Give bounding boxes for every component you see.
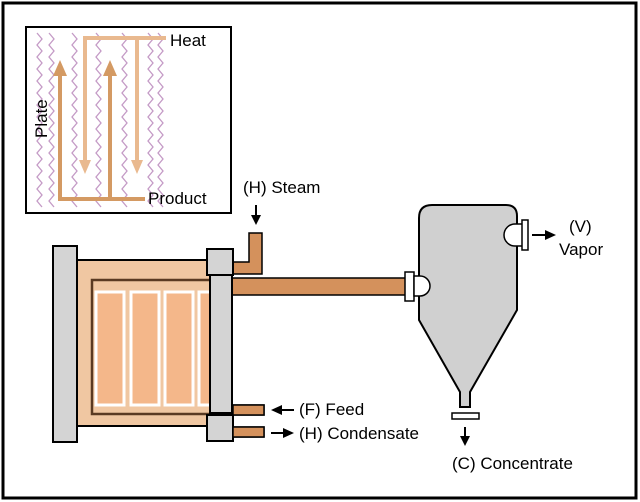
concentrate-arrow-head bbox=[460, 436, 470, 446]
plate-zigzag-line bbox=[71, 32, 78, 208]
plate-zigzag-line bbox=[48, 32, 55, 208]
exchanger-plates bbox=[94, 290, 214, 407]
steam-arrow-head bbox=[251, 215, 261, 225]
condensate-pipe-exit bbox=[232, 426, 265, 438]
heat-arrow-right bbox=[131, 160, 143, 174]
transfer-pipe-flange bbox=[404, 271, 415, 302]
plate-zigzag-line bbox=[95, 32, 102, 208]
heat-arrow-left bbox=[79, 160, 91, 174]
plate-zigzag-line bbox=[147, 32, 154, 208]
inset-plate-label: Plate bbox=[32, 99, 51, 138]
pressure-plate-lower-tab bbox=[206, 414, 234, 442]
vapor-separator bbox=[413, 204, 529, 420]
steam-label: (H) Steam bbox=[243, 178, 320, 197]
vapor-arrow-head bbox=[545, 230, 556, 240]
plate-zigzag-lines bbox=[36, 32, 164, 208]
fixed-end-plate bbox=[52, 245, 78, 443]
separator-body bbox=[418, 204, 518, 408]
pressure-plate bbox=[209, 274, 233, 414]
condensate-label: (H) Condensate bbox=[299, 424, 419, 443]
plate-zigzag-line bbox=[121, 32, 128, 208]
plate bbox=[163, 290, 195, 407]
pressure-plate-upper-tab bbox=[206, 248, 234, 276]
condensate-arrow-head bbox=[283, 428, 294, 438]
vapor-transfer-pipe bbox=[231, 277, 409, 296]
vapor-outlet-flange bbox=[521, 219, 529, 251]
concentrate-label: (C) Concentrate bbox=[452, 454, 573, 473]
feed-label: (F) Feed bbox=[299, 400, 364, 419]
inset-heat-label: Heat bbox=[170, 31, 206, 50]
inset-product-label: Product bbox=[148, 189, 207, 208]
vapor-label: Vapor bbox=[559, 240, 603, 259]
product-stream-path bbox=[58, 72, 145, 201]
product-arrow-right bbox=[103, 60, 117, 76]
concentrate-outlet-flange bbox=[451, 412, 480, 420]
separator-inlet-nozzle bbox=[413, 275, 431, 297]
vapor-outlet-nozzle bbox=[503, 223, 524, 247]
plate-zigzag-line bbox=[36, 32, 43, 208]
plate-flow-inset: Heat Product Plate bbox=[25, 26, 232, 214]
product-arrow-left bbox=[53, 60, 67, 76]
plate-heat-exchanger bbox=[52, 232, 415, 443]
plate bbox=[94, 290, 126, 407]
vapor-code-label: (V) bbox=[569, 217, 592, 236]
inset-frame bbox=[25, 26, 232, 214]
feed-arrow-head bbox=[271, 405, 282, 415]
heat-stream-path bbox=[83, 36, 166, 165]
feed-pipe-exit bbox=[232, 404, 265, 416]
plate bbox=[129, 290, 161, 407]
plate-zigzag-line bbox=[157, 32, 164, 208]
flow-arrows bbox=[251, 205, 556, 446]
